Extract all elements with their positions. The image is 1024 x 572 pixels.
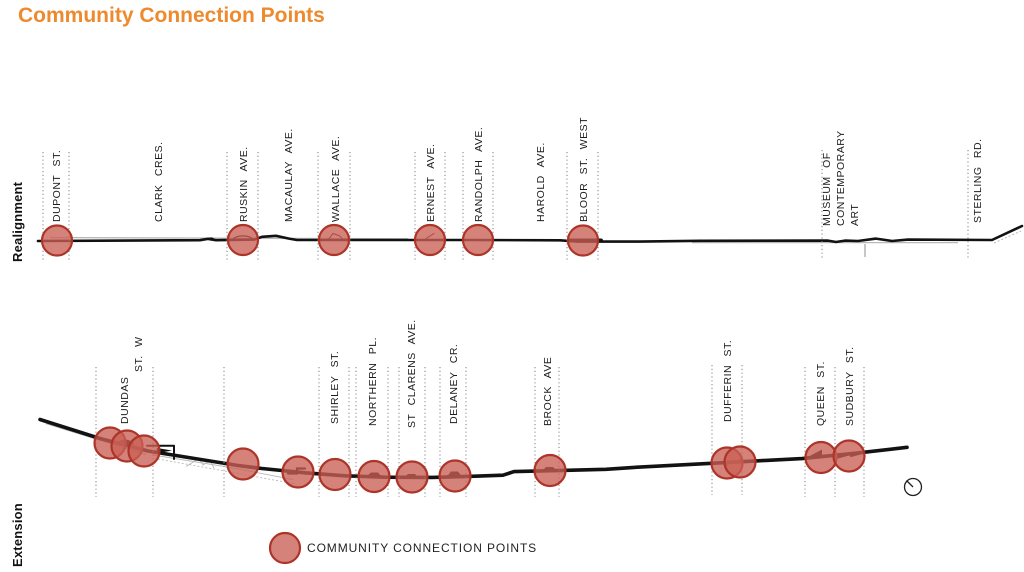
connection-point-shirley xyxy=(318,457,352,492)
street-label: ST CLARENS AVE. xyxy=(406,319,418,428)
street-northern: NORTHERN PL. xyxy=(355,337,389,497)
clock-icon xyxy=(903,477,923,497)
extension-section: Extension DUNDAS ST. W SHIRLEY ST. xyxy=(10,319,923,567)
connection-point-ernest xyxy=(413,223,447,257)
street-label-line: DUNDAS xyxy=(119,377,131,424)
connection-point-dupont xyxy=(40,224,74,257)
street-label: DELANEY CR. xyxy=(448,344,460,424)
street-label: DUFFERIN ST. xyxy=(722,340,734,422)
gray-spur-line xyxy=(152,454,294,480)
connection-point-st-clarens xyxy=(395,460,429,494)
street-label: RANDOLPH AVE. xyxy=(473,127,485,222)
street-label: DUPONT ST. xyxy=(51,150,63,222)
landmark-moca: MUSEUM OF CONTEMPORARY ART xyxy=(821,130,861,258)
legend-connection-point-icon xyxy=(268,531,302,565)
landmark-label-line: CONTEMPORARY xyxy=(835,130,847,226)
street-label: STERLING RD. xyxy=(972,138,984,223)
street-label: QUEEN ST. xyxy=(815,361,827,426)
street-label: CLARK CRES. xyxy=(153,141,165,222)
street-label: BROCK AVE xyxy=(542,357,554,426)
street-sudbury: SUDBURY ST. xyxy=(844,346,865,497)
street-dundas: DUNDAS ST. W xyxy=(95,337,154,497)
street-delaney: DELANEY CR. xyxy=(439,344,467,497)
landmark-label-line: MUSEUM OF xyxy=(821,152,833,226)
street-label-line: ST. W xyxy=(133,337,145,373)
street-shirley: SHIRLEY ST. xyxy=(318,351,350,497)
connection-point-wallace xyxy=(317,223,351,257)
street-wallace: WALLACE AVE. xyxy=(317,136,351,262)
street-harold: HAROLD AVE. xyxy=(535,142,547,222)
street-label: HAROLD AVE. xyxy=(535,142,547,222)
street-label: BLOOR ST. WEST xyxy=(578,117,590,222)
street-queen: QUEEN ST. xyxy=(804,361,836,497)
street-dufferin: DUFFERIN ST. xyxy=(711,340,743,495)
connection-point-brock xyxy=(533,453,567,488)
legend: COMMUNITY CONNECTION POINTS xyxy=(268,531,537,565)
street-label: SUDBURY ST. xyxy=(844,346,856,426)
street-label: WALLACE AVE. xyxy=(330,136,342,222)
connection-point-randolph xyxy=(461,223,495,257)
connection-point xyxy=(226,447,260,481)
realignment-section-label: Realignment xyxy=(10,181,25,262)
extension-rail-line xyxy=(38,417,909,480)
connection-point-queen xyxy=(804,440,838,475)
page-title: Community Connection Points xyxy=(18,4,325,27)
street-brock: BROCK AVE xyxy=(534,357,560,497)
street-label: MACAULAY AVE. xyxy=(283,128,295,222)
extension-section-label: Extension xyxy=(10,503,25,567)
street-st-clarens: ST CLARENS AVE. xyxy=(398,319,426,497)
street-label: NORTHERN PL. xyxy=(367,337,379,426)
connection-point-bloor xyxy=(566,224,600,257)
street-label: RUSKIN AVE. xyxy=(238,146,250,222)
legend-label: COMMUNITY CONNECTION POINTS xyxy=(307,541,537,555)
street-label: SHIRLEY ST. xyxy=(329,351,341,424)
street-label: ERNEST AVE. xyxy=(425,144,437,222)
connection-point-ruskin xyxy=(226,223,260,257)
gray-dotted-segment xyxy=(993,230,1022,244)
realignment-section: Realignment DUPONT ST. CLARK CRES. RUSKI… xyxy=(10,117,1024,262)
sketch-mark xyxy=(208,237,214,241)
realignment-rail-line xyxy=(36,224,1024,244)
landmark-label-line: ART xyxy=(849,204,861,226)
gray-dotted-diagonal xyxy=(157,458,297,485)
connection-point-dundas-3 xyxy=(127,434,161,468)
connection-point-sudbury xyxy=(832,439,866,473)
street-macaulay: MACAULAY AVE. xyxy=(283,128,295,222)
connection-point-dufferin-2 xyxy=(723,445,757,479)
street-clark-cres: CLARK CRES. xyxy=(153,141,165,222)
connection-point-delaney xyxy=(438,459,472,493)
connection-point-northern xyxy=(357,459,391,494)
street-sterling: STERLING RD. xyxy=(967,138,984,258)
connection-point xyxy=(281,455,315,489)
